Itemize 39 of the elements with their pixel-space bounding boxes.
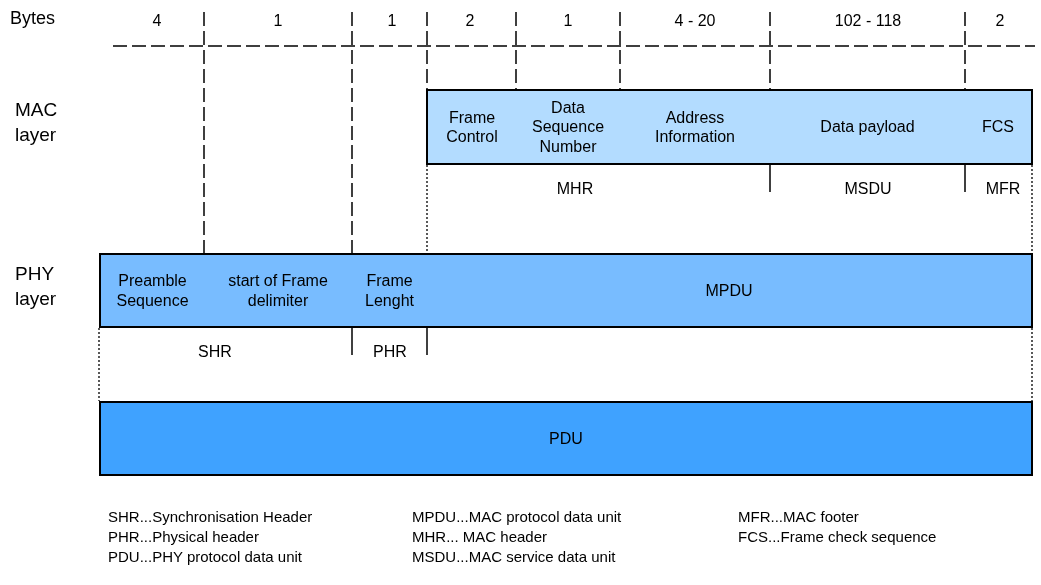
legend-note: PHR...Physical header [108,528,259,545]
group-label: SHR [198,343,232,361]
byte-count: 4 - 20 [674,12,716,30]
field-label: PDU [549,428,583,449]
layer-label: PHY layer [15,262,58,311]
legend-note: MPDU...MAC protocol data unit [412,508,622,525]
byte-count: 1 [273,12,283,30]
field-label: FCS [982,117,1014,137]
byte-count: 1 [563,12,573,30]
legend-note: MHR... MAC header [412,528,548,545]
field-box [99,253,206,328]
legend-note: MSDU...MAC service data unit [412,548,616,565]
field-box [427,253,1033,328]
field-label: Frame Lenght [364,271,415,310]
byte-count: 1 [387,12,397,30]
legend-note: PDU...PHY protocol data unit [108,548,302,565]
field-box [99,401,1033,476]
legend-note: SHR...Synchronisation Header [108,508,313,525]
legend-note: FCS...Frame check sequence [738,528,937,545]
layer-label: MAC layer [15,98,59,147]
field-label: Preamble Sequence [115,271,190,310]
axis-title: Bytes [10,8,56,29]
group-label: MHR [556,180,594,198]
byte-count: 2 [465,12,475,30]
byte-count: 102 - 118 [834,12,902,30]
byte-count: 4 [152,12,162,30]
field-label: Frame Control [445,107,499,147]
field-label: MPDU [705,280,753,301]
field-label: Data payload [820,117,915,137]
field-label: Address Information [653,107,736,147]
field-label: Data Sequence Number [530,98,606,156]
field-box [426,89,518,165]
field-label: start of Frame delimiter [227,271,329,310]
group-label: MSDU [844,180,892,198]
field-box [965,89,1033,165]
byte-count: 2 [995,12,1005,30]
group-label: PHR [373,343,407,361]
group-label: MFR [985,180,1021,198]
legend-note: MFR...MAC footer [738,508,859,525]
